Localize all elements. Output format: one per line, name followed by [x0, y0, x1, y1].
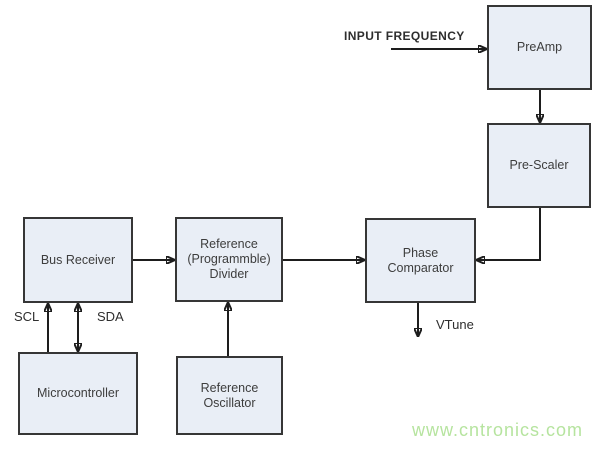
vtune-label: VTune [436, 317, 474, 332]
block-phase-comparator-label-line2: Comparator [387, 260, 454, 275]
block-phase-comparator-label-line1: Phase [402, 245, 439, 260]
block-microcontroller-label: Microcontroller [37, 386, 119, 400]
watermark-text: www.cntronics.com [412, 420, 584, 440]
block-bus-receiver-label: Bus Receiver [40, 252, 116, 267]
block-prescaler-label: Pre-Scaler [509, 158, 569, 172]
block-prescaler: Pre-Scaler [487, 123, 591, 208]
scl-label: SCL [14, 309, 40, 324]
block-reference-divider-label-line3: Divider [209, 267, 249, 281]
block-reference-divider: Reference (Programmble) Divider [175, 217, 283, 302]
block-microcontroller: Microcontroller [18, 352, 138, 435]
block-phase-comparator: Phase Comparator [365, 218, 476, 303]
input-frequency-label: INPUT FREQUENCY [344, 29, 465, 43]
block-preamp-label: PreAmp [516, 40, 563, 54]
block-bus-receiver: Bus Receiver [23, 217, 133, 303]
block-reference-oscillator-label-line1: Reference [200, 380, 259, 395]
block-preamp: PreAmp [487, 5, 592, 90]
block-reference-oscillator: Reference Oscillator [176, 356, 283, 435]
block-reference-divider-label-line1: Reference [200, 237, 258, 251]
arrow-prescaler-to-phase-comparator [476, 208, 541, 260]
sda-label: SDA [97, 309, 124, 324]
block-reference-divider-label-line2: (Programmble) [187, 252, 271, 266]
block-reference-oscillator-label-line2: Oscillator [203, 395, 256, 410]
